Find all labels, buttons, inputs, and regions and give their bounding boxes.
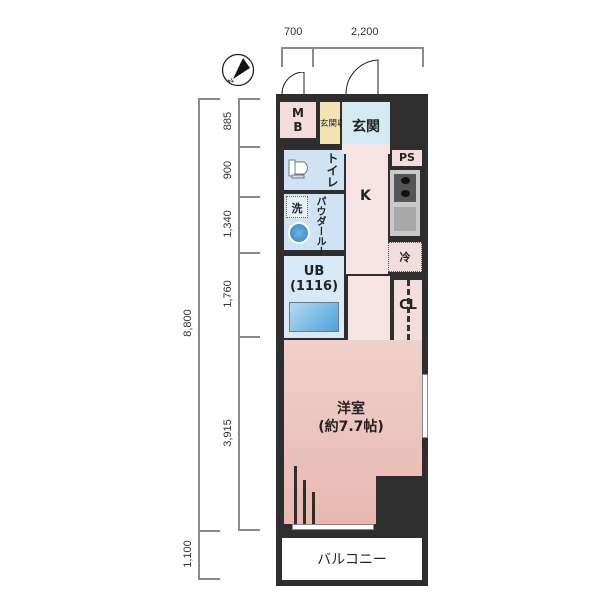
burner-icon (401, 190, 410, 197)
dim-tick (198, 98, 220, 100)
room-kitchen (346, 150, 388, 274)
sink (394, 207, 416, 231)
curtain-mark (303, 480, 306, 524)
dim-8800: 8,800 (182, 309, 194, 337)
balcony (282, 538, 422, 580)
label-balcony: バルコニー (317, 552, 387, 568)
balcony-window (292, 524, 374, 530)
door-swing-icon (281, 72, 305, 95)
dim-tick (238, 98, 260, 100)
label-western-room: 洋室 (約7.7帖) (318, 401, 384, 435)
label-genkan-storage: 玄関収納 (320, 119, 355, 129)
dim-line-top (281, 47, 424, 49)
dim-top-2200: 2,200 (351, 26, 379, 38)
floor-plan: M B 玄関収納 玄関 トイレ PS K 冷 洗 パウダールーム UB (111… (276, 59, 428, 586)
svg-text:N: N (227, 77, 236, 87)
dim-1100: 1,100 (182, 540, 194, 568)
dim-tick (422, 47, 424, 67)
dim-tick (198, 530, 220, 532)
label-ps: PS (399, 151, 415, 164)
label-washer: 洗 (291, 202, 303, 215)
dim-1760: 1,760 (222, 280, 234, 308)
dim-tick (238, 529, 260, 531)
toilet-fixture-icon (288, 158, 314, 180)
column (376, 476, 422, 524)
dim-1340: 1,340 (222, 210, 234, 238)
curtain-mark (312, 492, 315, 524)
closet-rail (407, 280, 410, 340)
north-arrow-icon: N (221, 53, 255, 87)
label-toilet: トイレ (325, 152, 339, 188)
hallway (348, 276, 390, 340)
dim-tick (238, 146, 260, 148)
dim-tick (238, 196, 260, 198)
stove-burners (394, 174, 416, 202)
room-genkan-storage (320, 102, 340, 144)
washbasin-icon (288, 222, 310, 244)
dim-900: 900 (222, 160, 234, 180)
label-mb: M B (292, 106, 304, 134)
dim-3915: 3,915 (222, 419, 234, 447)
door-swing-icon (345, 59, 379, 95)
room-ps (392, 150, 422, 166)
dim-885: 885 (222, 111, 234, 131)
dim-tick (198, 578, 220, 580)
label-closet: CL (399, 298, 417, 313)
compass: N (221, 53, 255, 87)
label-ub: UB (1116) (289, 264, 339, 294)
dim-top-700: 700 (284, 26, 303, 38)
room-genkan (342, 102, 390, 148)
dim-tick (238, 252, 260, 254)
dim-tick (281, 47, 283, 67)
fridge-space (388, 242, 422, 272)
label-genkan: 玄関 (352, 119, 380, 135)
curtain-mark (294, 466, 297, 524)
label-kitchen: K (360, 188, 371, 204)
side-window (422, 374, 428, 438)
room-mb (280, 102, 316, 138)
label-powder-room: パウダールーム (314, 196, 325, 266)
burner-icon (401, 177, 410, 184)
dim-tick (312, 47, 314, 67)
dim-line-left-outer (198, 98, 200, 580)
bathtub (289, 302, 339, 332)
label-fridge: 冷 (399, 251, 411, 264)
dim-line-left-inner (238, 98, 240, 531)
dim-tick (238, 336, 260, 338)
washer-space (286, 196, 308, 218)
room-kitchen-entry (342, 144, 390, 154)
